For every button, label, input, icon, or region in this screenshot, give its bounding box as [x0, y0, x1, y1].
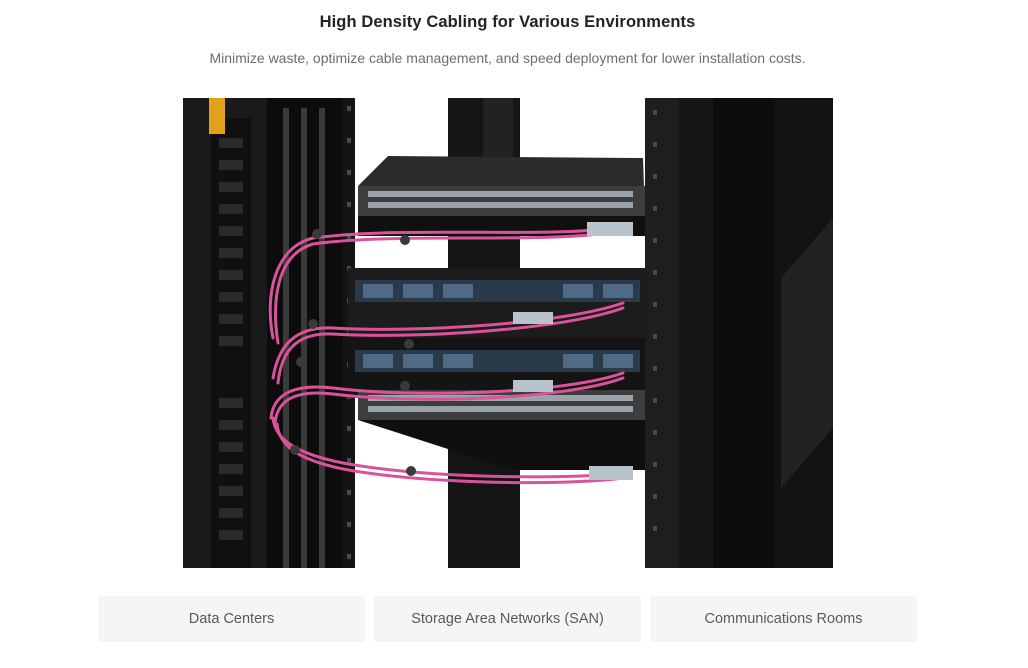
section-title: High Density Cabling for Various Environ… [319, 13, 696, 31]
section-subtitle: Minimize waste, optimize cable managemen… [209, 50, 806, 66]
environment-tabs: Data Centers Storage Area Networks (SAN)… [98, 596, 917, 642]
tab-storage-area-networks[interactable]: Storage Area Networks (SAN) [374, 596, 641, 642]
rack-photo [183, 98, 833, 568]
tab-data-centers[interactable]: Data Centers [98, 596, 365, 642]
tab-communications-rooms[interactable]: Communications Rooms [650, 596, 917, 642]
